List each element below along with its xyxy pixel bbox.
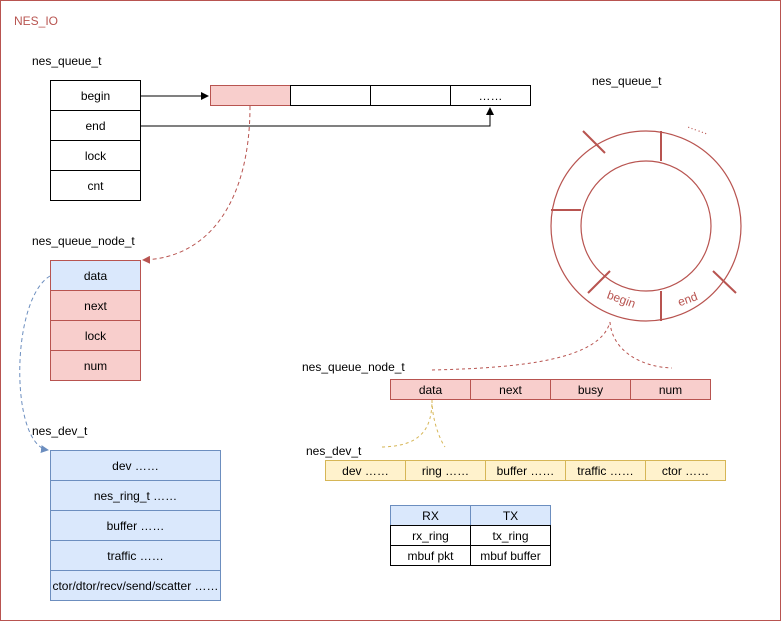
dev-row-field-buffer: buffer ……	[485, 460, 566, 481]
dev-struct-label: nes_dev_t	[32, 424, 88, 438]
queue-node-field-num: num	[50, 350, 141, 381]
node-row-field-busy: busy	[550, 379, 631, 400]
dev-field-dev: dev ……	[50, 450, 221, 481]
ring-end-label: end	[676, 289, 700, 309]
dev-field-ops: ctor/dtor/recv/send/scatter ……	[50, 570, 221, 601]
data-to-dev-callout-left	[381, 399, 433, 448]
dev-row-field-ctor: ctor ……	[645, 460, 726, 481]
ring-queue-label: nes_queue_t	[592, 74, 662, 88]
node-row-field-data: data	[390, 379, 471, 400]
queue-node-field-data: data	[50, 260, 141, 291]
ring-to-node-callout-left	[431, 321, 611, 371]
queue-node-struct-label: nes_queue_node_t	[32, 234, 135, 248]
node-row-field-num: num	[630, 379, 711, 400]
rxtx-cell: mbuf buffer	[470, 545, 551, 566]
ring-dividers	[551, 130, 737, 321]
dev-row-label: nes_dev_t	[306, 444, 362, 458]
node-row-label: nes_queue_node_t	[302, 360, 405, 374]
queue-field-end: end	[50, 110, 141, 141]
queue-field-cnt: cnt	[50, 170, 141, 201]
slot-to-node-arrow	[142, 105, 251, 264]
dev-row-field-dev: dev ……	[325, 460, 406, 481]
ring-begin-label: begin	[605, 288, 637, 311]
ring-ellipsis: ……	[686, 119, 711, 138]
dev-field-ring: nes_ring_t ……	[50, 480, 221, 511]
end-pointer-arrow	[141, 107, 494, 127]
rxtx-header-rx: RX	[390, 505, 471, 526]
dev-row-field-ring: ring ……	[405, 460, 486, 481]
rxtx-cell: mbuf pkt	[390, 545, 471, 566]
ring-buffer: …… begin end	[550, 119, 742, 322]
node-row-field-next: next	[470, 379, 551, 400]
dev-row-field-traffic: traffic ……	[565, 460, 646, 481]
data-to-dev-arrow	[19, 275, 51, 454]
ring-to-node-callout-right	[609, 321, 673, 369]
dev-field-buffer: buffer ……	[50, 510, 221, 541]
dev-field-traffic: traffic ……	[50, 540, 221, 571]
queue-slot-ellipsis: ……	[450, 85, 531, 106]
queue-struct-label: nes_queue_t	[32, 54, 102, 68]
diagram-title: NES_IO	[14, 14, 59, 28]
queue-field-lock: lock	[50, 140, 141, 171]
data-to-dev-callout-right	[431, 399, 446, 448]
